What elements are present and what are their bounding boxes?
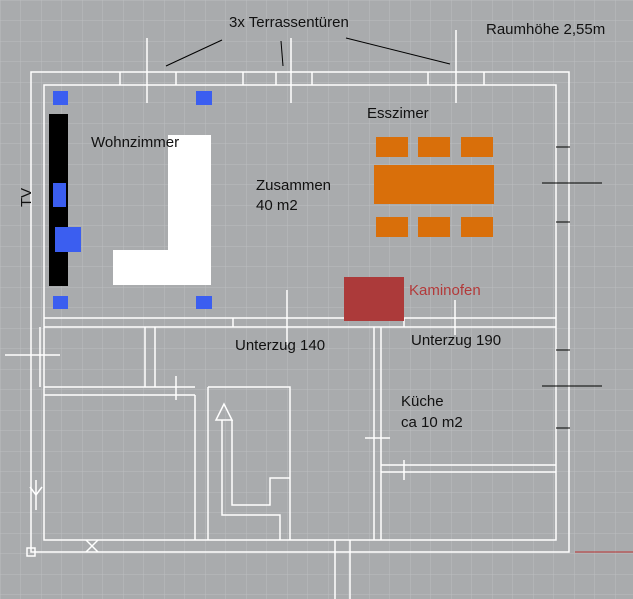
sofa xyxy=(113,135,211,285)
kitchen-label-line2: ca 10 m2 xyxy=(401,414,463,431)
chair xyxy=(461,137,493,157)
chair xyxy=(418,217,450,237)
living-room-label: Wohnzimmer xyxy=(91,134,180,151)
subwoofer xyxy=(55,227,81,252)
ceiling-height-label: Raumhöhe 2,55m xyxy=(486,21,606,38)
total-area-label-line1: Zusammen xyxy=(256,177,332,194)
kitchen-label-line1: Küche xyxy=(401,393,444,410)
beam-190-label: Unterzug 190 xyxy=(411,332,502,349)
inner-wall xyxy=(43,84,557,541)
dining-set xyxy=(374,137,494,237)
dining-label: Esszimer xyxy=(367,105,429,122)
chair xyxy=(418,137,450,157)
chair xyxy=(376,217,408,237)
leader-lines xyxy=(165,37,451,67)
tv-label: TV xyxy=(18,187,35,207)
dining-table xyxy=(374,165,494,204)
arrow-icon xyxy=(214,402,234,421)
outer-wall xyxy=(30,71,570,553)
tv-speaker xyxy=(53,183,66,207)
doors-label: 3x Terrassentüren xyxy=(229,14,349,31)
chair xyxy=(461,217,493,237)
speaker-bottom-left xyxy=(53,296,68,309)
total-area-label-line2: 40 m2 xyxy=(256,197,298,214)
stove-label: Kaminofen xyxy=(409,282,481,299)
speaker-bottom-right xyxy=(196,296,212,309)
chair xyxy=(376,137,408,157)
stove xyxy=(344,277,404,321)
walls xyxy=(5,30,570,599)
speaker-top-right xyxy=(196,91,212,105)
dimension-ticks xyxy=(542,146,602,429)
beam-140-label: Unterzug 140 xyxy=(235,337,326,354)
speaker-top-left xyxy=(53,91,68,105)
